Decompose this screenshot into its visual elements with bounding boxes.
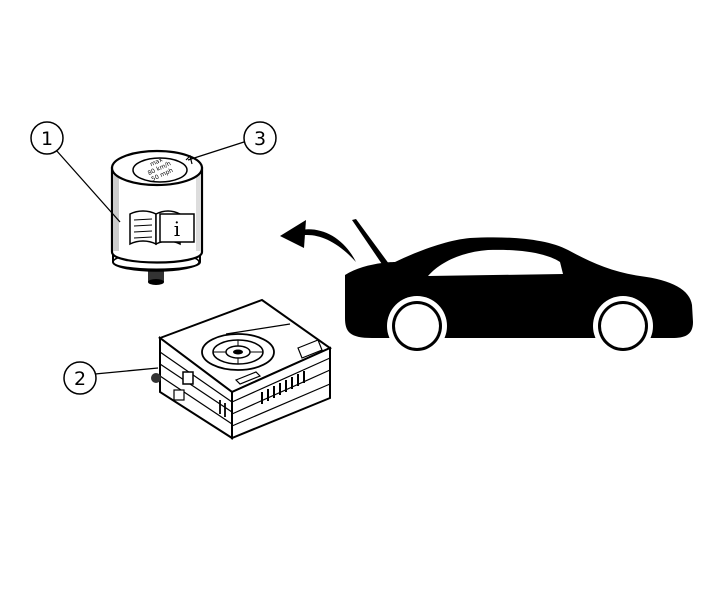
air-compressor — [151, 298, 333, 440]
manual-info-icon: i — [129, 210, 195, 246]
info-letter: i — [174, 217, 180, 241]
sealant-bottle: max 80 km/h 50 mph i — [110, 149, 204, 285]
car-silhouette — [345, 219, 693, 356]
callout-3: 3 — [187, 121, 277, 161]
callout-2-number: 2 — [74, 368, 86, 390]
callout-3-number: 3 — [254, 128, 266, 150]
callout-1: 1 — [30, 121, 121, 223]
callout-2: 2 — [63, 361, 159, 395]
callout-1-number: 1 — [41, 128, 53, 150]
curved-arrow-icon — [280, 220, 356, 262]
